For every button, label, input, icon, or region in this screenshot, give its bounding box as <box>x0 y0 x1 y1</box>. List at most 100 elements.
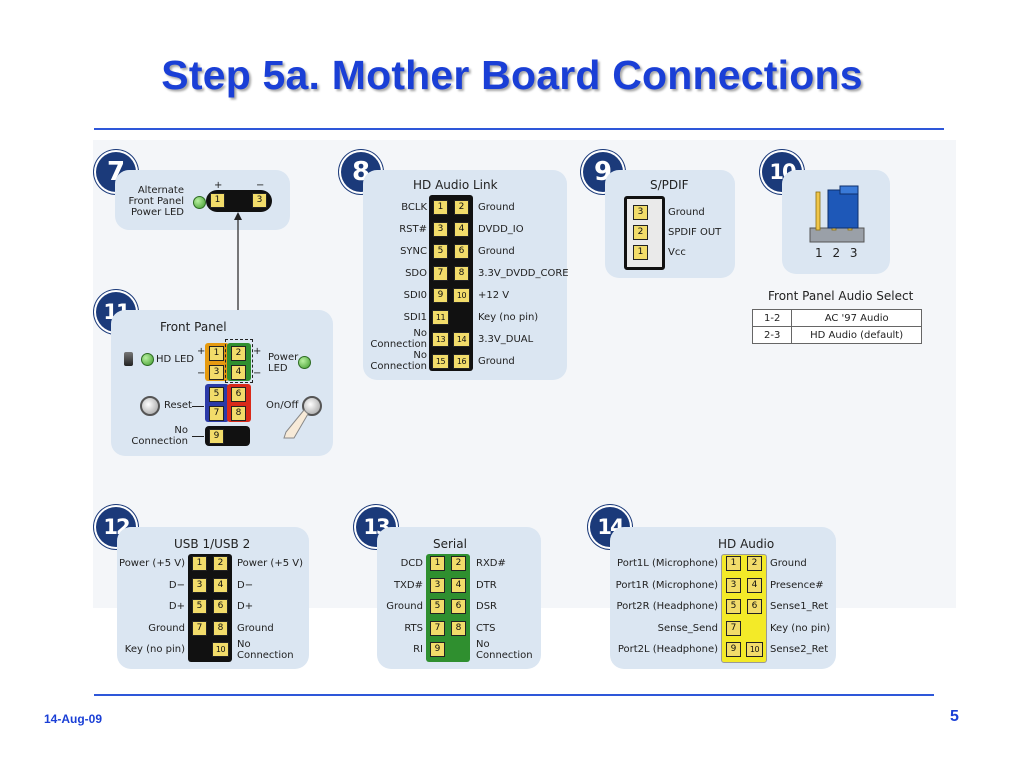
hal-left-2: RST# <box>399 224 427 235</box>
serial-left-3: Ground <box>386 601 423 612</box>
fp-minus-right: − <box>253 368 262 379</box>
hda-pin-a-4: 7 <box>726 621 741 636</box>
serial-right-5a: No <box>476 639 490 650</box>
serial-right-4: CTS <box>476 623 496 634</box>
serial-title: Serial <box>433 537 467 551</box>
serial-left-5: RI <box>413 644 423 655</box>
usb-pin-b-2: 4 <box>213 578 228 593</box>
fp-pin-2: 2 <box>231 346 246 361</box>
hal-left-7b: Connection <box>370 339 427 350</box>
hal-left-5: SDI0 <box>403 290 427 301</box>
hal-pin-b-1: 2 <box>454 200 469 215</box>
hal-pin-b-2: 4 <box>454 222 469 237</box>
serial-pin-b-3: 6 <box>451 599 466 614</box>
fpas-cell-jumper: 1-2 <box>751 309 793 327</box>
hal-pin-a-8: 15 <box>432 354 449 369</box>
serial-left-2: TXD# <box>393 580 423 591</box>
hal-right-3: Ground <box>478 246 515 257</box>
top-divider <box>94 128 944 130</box>
table-row: 1-2 AC '97 Audio <box>751 309 922 327</box>
hda-right-5: Sense2_Ret <box>770 644 829 655</box>
serial-pin-b-2: 4 <box>451 578 466 593</box>
no-connection-lead <box>192 436 204 437</box>
hal-left-1: BCLK <box>401 202 427 213</box>
fp-pin-7: 7 <box>209 406 224 421</box>
fp-minus-left: − <box>197 368 206 379</box>
hal-pin-b-7: 14 <box>453 332 470 347</box>
hal-left-4: SDO <box>405 268 427 279</box>
usb-pin-a-4: 7 <box>192 621 207 636</box>
hal-right-8: Ground <box>478 356 515 367</box>
hal-left-6: SDI1 <box>403 312 427 323</box>
hd-led-indicator <box>141 353 154 366</box>
serial-right-5b: Connection <box>476 650 533 661</box>
power-led-indicator <box>298 356 311 369</box>
fp-no-connection-1: No <box>174 425 188 436</box>
hal-left-8b: Connection <box>370 361 427 372</box>
usb-pin-b-5: 10 <box>212 642 229 657</box>
table-row: 2-3 HD Audio (default) <box>751 326 922 344</box>
hd-audio-title: HD Audio <box>718 537 775 551</box>
alt-led-label-1: Alternate <box>137 185 184 196</box>
hal-right-7: 3.3V_DUAL <box>478 334 534 345</box>
alt-led-plus: + <box>214 180 223 191</box>
hal-pin-a-3: 5 <box>433 244 448 259</box>
footer-date: 14-Aug-09 <box>44 712 103 726</box>
hal-pin-a-1: 1 <box>433 200 448 215</box>
serial-pin-b-1: 2 <box>451 556 466 571</box>
hal-pin-b-4: 8 <box>454 266 469 281</box>
fp-pin-8: 8 <box>231 406 246 421</box>
fp-pin-9: 9 <box>209 429 224 444</box>
alt-led-pin-3: 3 <box>252 193 267 208</box>
usb-right-1: Power (+5 V) <box>237 558 303 569</box>
fp-plus-right: + <box>253 346 262 357</box>
fp-plus-left: + <box>197 346 206 357</box>
usb-left-5: Key (no pin) <box>124 644 185 655</box>
hda-pin-a-2: 3 <box>726 578 741 593</box>
usb-right-2: D− <box>237 580 254 591</box>
power-led-label-2: LED <box>268 363 288 374</box>
serial-right-3: DSR <box>476 601 497 612</box>
fp-pin-6: 6 <box>231 387 246 402</box>
fp-pin-1: 1 <box>209 346 224 361</box>
hal-pin-a-2: 3 <box>433 222 448 237</box>
hal-left-3: SYNC <box>400 246 427 257</box>
hal-pin-b-3: 6 <box>454 244 469 259</box>
serial-left-1: DCD <box>400 558 423 569</box>
hda-right-4: Key (no pin) <box>770 623 831 634</box>
spdif-title: S/PDIF <box>650 178 689 192</box>
hda-pin-a-1: 1 <box>726 556 741 571</box>
hda-left-3: Port2R (Headphone) <box>616 601 718 612</box>
reset-label: Reset <box>164 400 192 411</box>
hda-pin-b-1: 2 <box>747 556 762 571</box>
hda-left-2: Port1R (Microphone) <box>615 580 718 591</box>
serial-pin-a-5: 9 <box>430 642 445 657</box>
badge-13: 13 <box>356 507 396 547</box>
usb-pin-b-4: 8 <box>213 621 228 636</box>
front-panel-title: Front Panel <box>160 320 227 334</box>
usb-right-4: Ground <box>237 623 274 634</box>
finger-icon <box>283 409 309 439</box>
serial-right-2: DTR <box>476 580 497 591</box>
fpas-table: 1-2 AC '97 Audio 2-3 HD Audio (default) <box>751 309 922 344</box>
usb-right-5a: No <box>237 639 251 650</box>
alt-led-minus: − <box>256 180 265 191</box>
fp-pin-5: 5 <box>209 387 224 402</box>
page-title: Step 5a. Mother Board Connections <box>161 52 863 98</box>
hal-right-2: DVDD_IO <box>478 224 524 235</box>
serial-pin-a-4: 7 <box>430 621 445 636</box>
serial-pin-a-1: 1 <box>430 556 445 571</box>
fp-pin-4: 4 <box>231 365 246 380</box>
reset-lead <box>192 406 204 407</box>
jumper-block-icon <box>809 185 865 243</box>
hda-left-5: Port2L (Headphone) <box>617 644 718 655</box>
usb-left-4: Ground <box>148 623 185 634</box>
hda-left-4: Sense_Send <box>657 623 718 634</box>
hal-pin-b-8: 16 <box>453 354 470 369</box>
hda-right-3: Sense1_Ret <box>770 601 829 612</box>
usb-pin-a-1: 1 <box>192 556 207 571</box>
page-number: 5 <box>950 708 959 725</box>
hda-pin-a-3: 5 <box>726 599 741 614</box>
hal-right-1: Ground <box>478 202 515 213</box>
fpas-cell-jumper: 2-3 <box>751 326 793 344</box>
